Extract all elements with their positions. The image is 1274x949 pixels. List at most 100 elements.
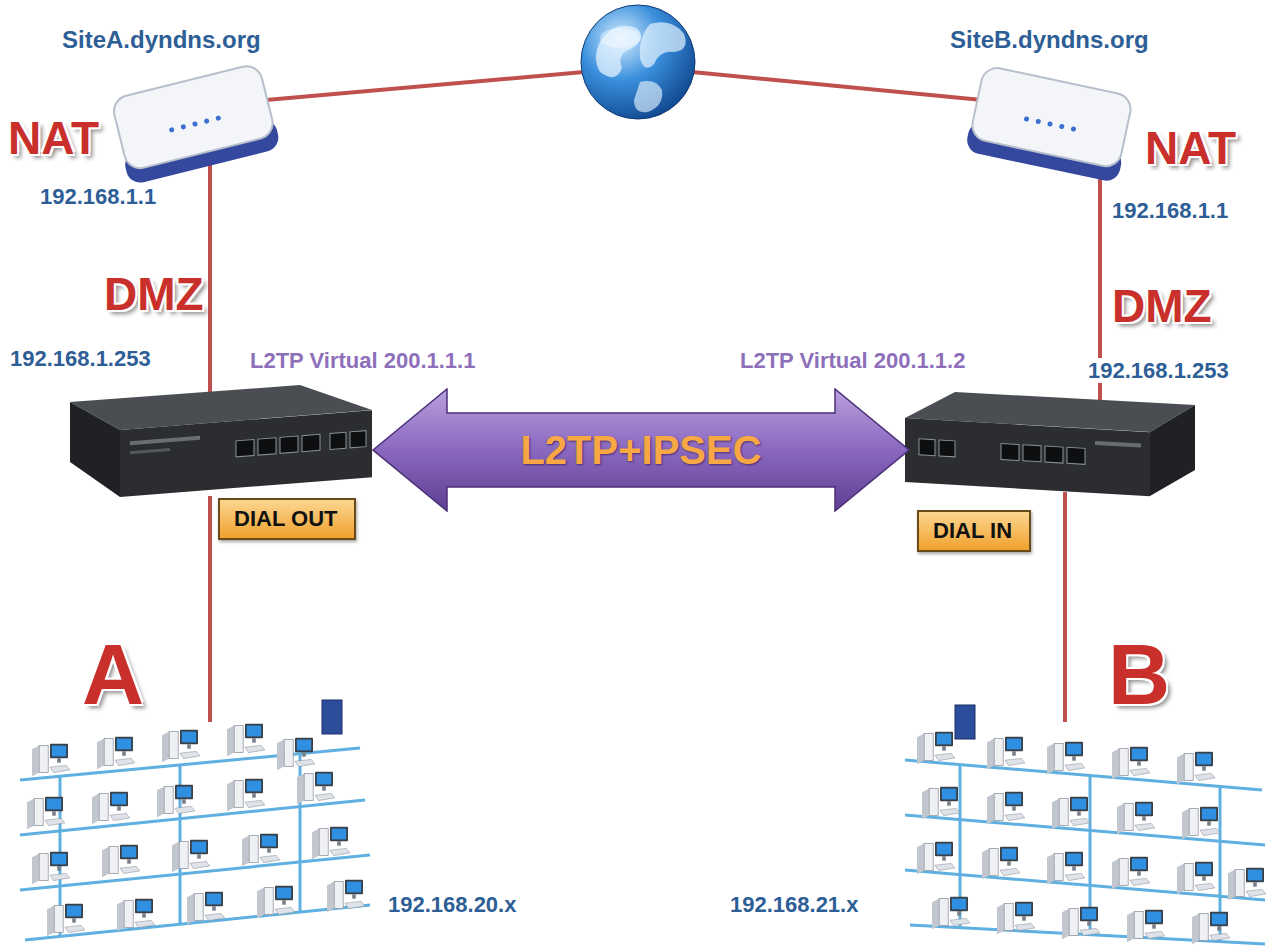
lan-computers [47,904,85,936]
vpn-router [350,431,366,448]
virtual-ip-label: L2TP Virtual 200.1.1.2 [740,348,965,373]
vpn-router [905,418,1150,496]
nat-router [215,115,221,121]
vpn-router [70,385,372,497]
lan-computers [997,902,1035,934]
lan-computers [1177,862,1215,894]
lan-computers [102,845,140,877]
vpn-router [1095,441,1141,448]
hostname-label: SiteB.dyndns.org [950,26,1149,54]
nat-router [204,118,210,124]
tunnel-arrow-shape [373,389,909,511]
wan-link [208,165,212,396]
ip-address: 192.168.1.1 [1112,198,1228,223]
vpn-router [1045,446,1063,463]
nat-router [1035,119,1041,125]
vpn-router [280,436,298,453]
vpn-router [130,436,200,446]
lan-computers [27,700,1266,944]
vpn-router [236,439,254,456]
nat-router [1071,126,1077,132]
lan-computers [917,732,955,764]
lan-computers [312,827,350,859]
wan-link [692,72,982,100]
nat-router [180,124,186,130]
lan-computers [277,738,315,770]
lan-computers [987,792,1025,824]
vpn-router [939,440,955,457]
lan-computers [1117,802,1155,834]
nat-router [969,65,1133,169]
lan-computers [987,737,1025,769]
lan-computers [1127,910,1165,942]
nat-router [1047,121,1053,127]
lan-computers [1228,868,1266,900]
nat-router [111,63,276,172]
lan-computers [172,840,210,872]
lan-computers [242,834,280,866]
lan-computers [1047,852,1085,884]
vpn-router [919,439,935,456]
lan-computers [1112,857,1150,889]
internet-globe [581,5,695,119]
tag-text: DIAL IN [933,518,1012,543]
lan-computers [187,892,225,924]
nat-router [192,121,198,127]
wan-link [208,496,212,722]
nat-router [1024,116,1030,122]
vpn-router [905,418,1150,496]
vpn-router [120,410,372,497]
vpn-router [330,432,346,449]
lan-computers [1052,797,1090,829]
lan-computers [32,744,70,776]
tunnel-arrow: L2TP+IPSEC [372,388,910,512]
lan-cabling [20,800,365,835]
lan-computers [1112,747,1150,779]
wan-link [266,72,584,100]
site-letter: B [1108,625,1170,724]
nat-router [1059,124,1065,130]
lan-computers [917,842,955,874]
ip-address: 192.168.1.253 [10,346,151,371]
lan-computers [227,779,265,811]
device-role-label: NAT [8,112,99,165]
lan-computers [1062,907,1100,939]
lan-computers [92,792,130,824]
vpn-router [302,434,320,451]
lan-computers [1182,807,1220,839]
tag-text: DIAL OUT [234,506,337,531]
dial-mode-tag: DIAL IN [917,510,1031,552]
lan-computers [982,847,1020,879]
vpn-router [1067,447,1085,464]
internet-globe [600,28,640,48]
lan-computers [1177,752,1215,784]
vpn-router [70,402,120,497]
lan-computers [162,730,200,762]
internet-globe [581,5,695,119]
vpn-router [130,448,170,454]
lan-cabling [20,855,370,890]
dial-mode-tag: DIAL OUT [218,498,356,540]
subnet-label: 192.168.20.x [388,892,516,917]
lan-computers [227,724,265,756]
nat-router [169,127,175,133]
vpn-router [120,410,372,497]
virtual-ip-label: L2TP Virtual 200.1.1.1 [250,348,475,373]
vpn-router [1001,444,1019,461]
lan-computers [327,880,365,912]
lan-computers [117,899,155,931]
lan-computers [257,886,295,918]
vpn-router [1023,445,1041,462]
lan-computers [27,797,65,829]
device-role-label: NAT [1145,122,1236,175]
lan-computers [297,772,335,804]
lan-computers [157,785,195,817]
internet-globe [640,22,686,67]
zone-label: DMZ [104,268,204,321]
internet-globe [634,81,662,112]
vpn-router [1150,405,1195,496]
wan-link [1063,492,1067,722]
lan-computers [322,700,342,734]
subnet-label: 192.168.21.x [730,892,858,917]
ip-address: 192.168.1.253 [1086,358,1231,383]
